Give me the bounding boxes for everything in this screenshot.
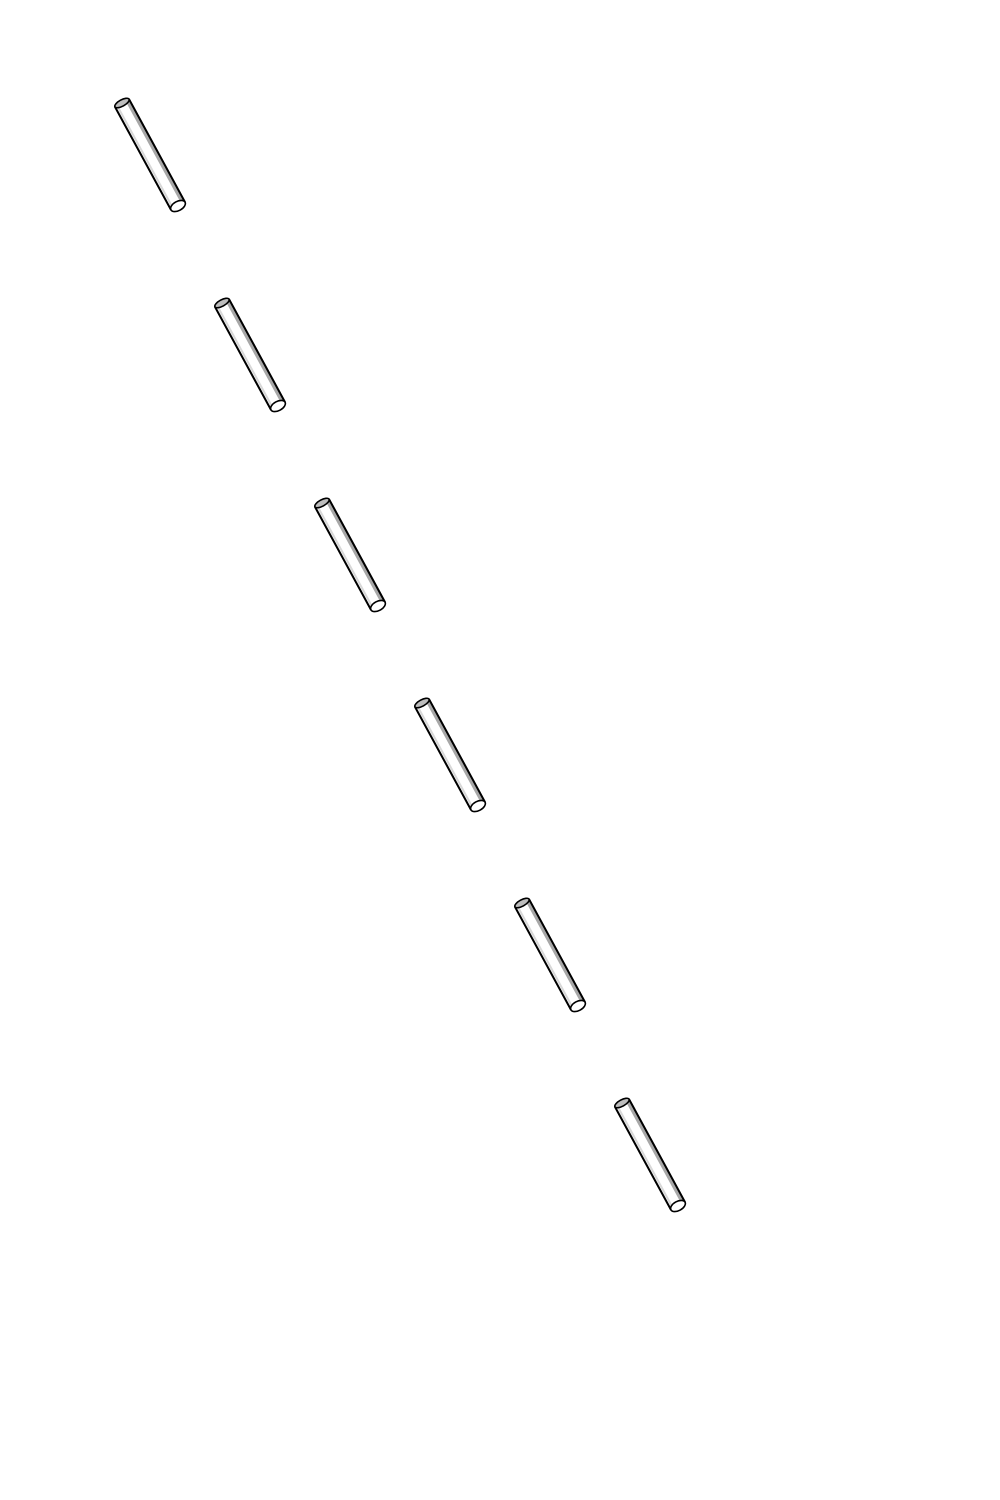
chalk-end-face	[469, 799, 487, 813]
chalk-shade-light	[616, 1105, 675, 1210]
chalk-top-cap	[614, 1097, 630, 1109]
chalk-top-cap	[314, 497, 330, 509]
chalk-icon	[414, 697, 487, 813]
chalk-outline	[414, 698, 486, 811]
chalk-icon	[614, 1097, 687, 1213]
chalk-body	[114, 98, 186, 211]
step-4	[414, 697, 598, 813]
chalk-icon	[314, 497, 387, 613]
chalk-top-cap	[114, 97, 130, 109]
chalk-top-cap	[414, 697, 430, 709]
chalk-body	[414, 698, 486, 811]
step-5	[512, 897, 598, 1013]
step-6	[614, 1097, 687, 1213]
chalk-icon	[114, 97, 187, 213]
chalk-outline	[614, 1098, 686, 1211]
chalk-outline	[314, 498, 386, 611]
chalk-end-face	[369, 599, 387, 613]
chalk-shade-light	[516, 905, 575, 1010]
chalk-outline	[514, 898, 586, 1011]
chalk-shade	[125, 99, 186, 205]
chalk-end-face	[169, 199, 187, 213]
step-1	[114, 97, 598, 213]
chalk-body	[214, 298, 286, 411]
chalk-end-face	[269, 399, 287, 413]
chalk-top-cap	[214, 297, 230, 309]
chalk-outline	[214, 298, 286, 411]
step-2	[214, 297, 598, 413]
chalk-shade	[325, 499, 386, 605]
chalk-shade	[225, 299, 286, 405]
chalk-shade	[525, 899, 586, 1005]
chalk-top-cap	[514, 897, 530, 909]
chalk-shade-light	[316, 505, 375, 610]
chalk-shade	[425, 699, 486, 805]
chalk-shade-light	[116, 105, 175, 210]
chalk-outline	[114, 98, 186, 211]
chalk-body	[614, 1098, 686, 1211]
chalk-icon	[214, 297, 287, 413]
chalk-body	[514, 898, 586, 1011]
chalk-end-face	[569, 999, 587, 1013]
chalk-shade-light	[216, 305, 275, 410]
chalk-shade	[625, 1099, 686, 1205]
chalk-icon	[514, 897, 587, 1013]
step-3	[314, 497, 598, 613]
chalk-body	[314, 498, 386, 611]
chalk-end-face	[669, 1199, 687, 1213]
chalk-shade-light	[416, 705, 475, 810]
